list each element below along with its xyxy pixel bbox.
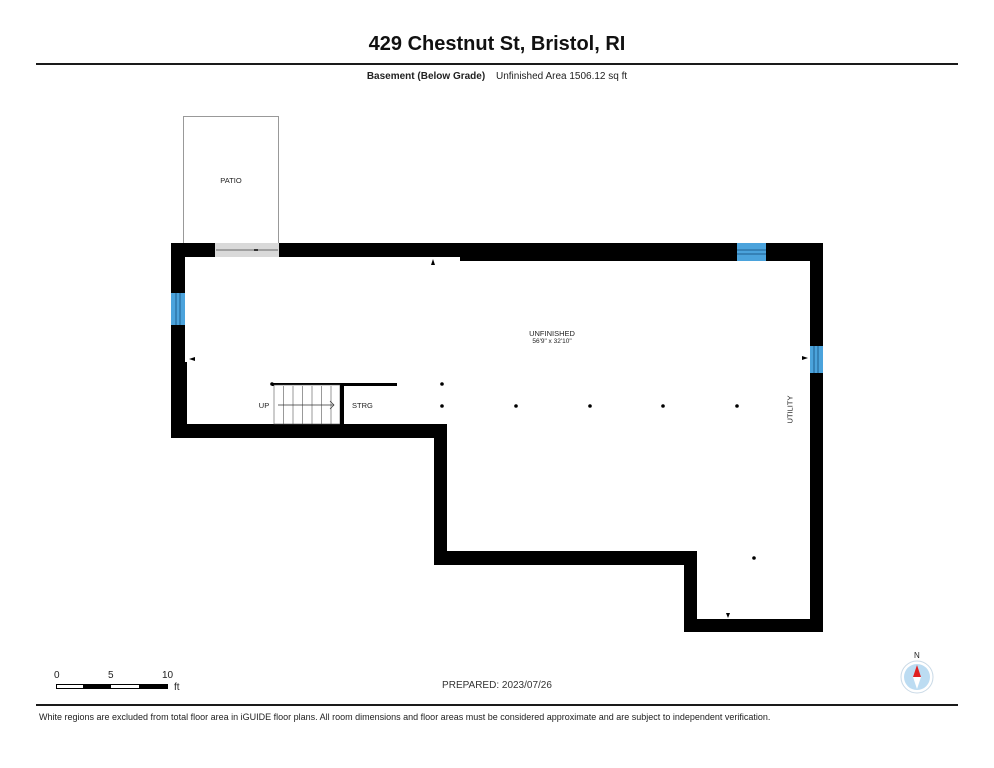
- level-name: Basement (Below Grade): [366, 71, 486, 82]
- scale-tick-5: 5: [108, 670, 114, 681]
- support-posts: [440, 382, 756, 560]
- compass-icon: N: [900, 651, 934, 694]
- title-divider: [36, 63, 958, 65]
- area-summary: Unfinished Area 1506.12 sq ft: [495, 71, 628, 82]
- scale-bar-graphic: [56, 684, 168, 689]
- patio-door-handle: [254, 249, 258, 251]
- marker-arrow-bottom: [726, 613, 730, 618]
- svg-text:N: N: [914, 651, 920, 660]
- marker-arrow-right: [802, 356, 808, 360]
- room-label-unfinished: UNFINISHED 56'9" x 32'10": [502, 329, 602, 345]
- level-summary: Basement (Below Grade) Unfinished Area 1…: [0, 71, 994, 82]
- disclaimer-text: White regions are excluded from total fl…: [39, 712, 771, 722]
- room-name: UNFINISHED: [529, 329, 575, 338]
- window-right: [810, 346, 823, 373]
- staircase: [270, 382, 397, 425]
- patio-outline: [183, 116, 279, 244]
- exterior-walls: [171, 243, 823, 632]
- scale-tick-0: 0: [54, 670, 60, 681]
- prepared-date: PREPARED: 2023/07/26: [442, 680, 552, 691]
- marker-arrow-left: [189, 357, 195, 361]
- room-label-up: UP: [258, 401, 270, 410]
- room-label-utility: UTILITY: [785, 395, 795, 424]
- page-title: 429 Chestnut St, Bristol, RI: [368, 33, 626, 55]
- marker-arrow-top: [431, 259, 435, 265]
- room-label-patio: PATIO: [220, 176, 242, 185]
- scale-tick-10: 10: [162, 670, 174, 681]
- window-left: [171, 293, 185, 325]
- compass: N: [898, 650, 938, 696]
- window-top-right: [737, 243, 766, 261]
- room-label-strg: STRG: [352, 401, 373, 410]
- scale-unit: ft: [174, 682, 180, 693]
- room-dimensions: 56'9" x 32'10": [532, 338, 572, 345]
- footer-divider: [36, 704, 958, 706]
- storage-wall: [340, 385, 344, 425]
